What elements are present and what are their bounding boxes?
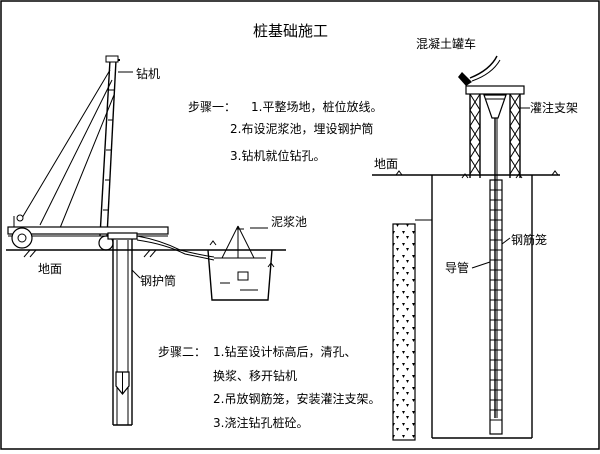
mixer-chute	[458, 55, 501, 86]
step1-line-2: 2.布设泥浆池，埋设钢护筒	[230, 121, 373, 136]
mud-pit-label: 泥浆池	[271, 214, 307, 229]
bore-hole-right	[431, 175, 533, 439]
ground-line-right	[372, 170, 560, 176]
step2-line-1: 1.钻至设计标高后，清孔、	[213, 344, 356, 359]
mixer-truck-label: 混凝土罐车	[416, 36, 476, 51]
step2-line-2: 换浆、移开钻机	[213, 368, 297, 383]
diagram-title: 桩基础施工	[253, 22, 328, 40]
step2-line-3: 2.吊放钢筋笼，安装灌注支架。	[213, 391, 380, 406]
step2-heading: 步骤二：	[158, 345, 206, 359]
ground-left-label: 地面	[38, 262, 62, 276]
bore-hole-left	[107, 232, 138, 426]
ground-line-left	[6, 249, 286, 258]
steel-casing-label: 钢护筒	[140, 273, 176, 288]
step1-line-1: 1.平整场地，桩位放线。	[251, 99, 382, 114]
step2-line-4: 3.浇注钻孔桩砼。	[213, 415, 308, 430]
step1-heading: 步骤一：	[188, 100, 236, 114]
rebar-pointer	[501, 237, 511, 245]
rebar-cage-label: 钢筋笼	[511, 232, 547, 247]
step1-line-3: 3.钻机就位钻孔。	[230, 148, 325, 163]
concrete-pile	[392, 223, 416, 441]
casing-pointer	[131, 269, 141, 279]
rebar-cage	[489, 179, 503, 435]
step1-block: 步骤一： 1.平整场地，桩位放线。 2.布设泥浆池，埋设钢护筒 3.钻机就位钻孔…	[188, 99, 382, 163]
tremie-pointer	[471, 261, 491, 269]
step2-block: 步骤二： 1.钻至设计标高后，清孔、 换浆、移开钻机 2.吊放钢筋笼，安装灌注支…	[158, 344, 380, 430]
mud-pipe	[136, 235, 215, 258]
pouring-frame	[461, 85, 525, 179]
tremie-label: 导管	[445, 260, 469, 275]
mud-pit	[207, 225, 275, 301]
drill-rig-label: 钻机	[136, 66, 160, 81]
ground-right-label: 地面	[374, 157, 398, 171]
pouring-frame-label: 灌注支架	[530, 100, 578, 115]
drill-rig	[7, 55, 169, 251]
